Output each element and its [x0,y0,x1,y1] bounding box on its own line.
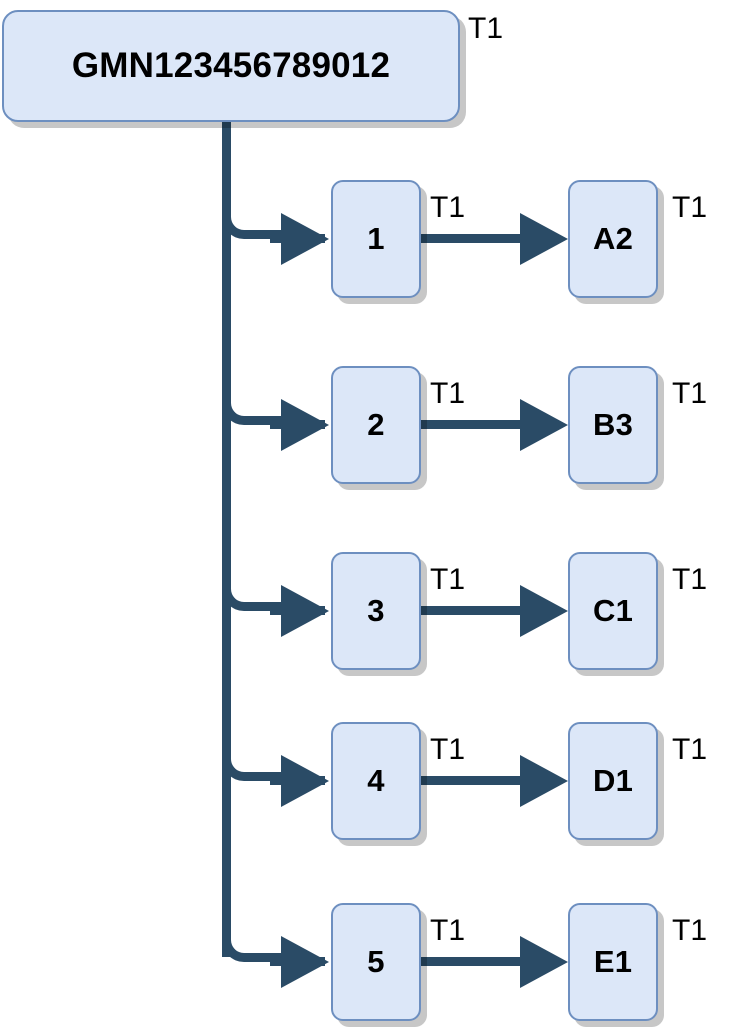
node-end-5[interactable]: E1 [568,903,658,1021]
branch-arrowhead-3 [281,585,329,637]
node-middle-3[interactable]: 3 [331,552,421,670]
node-end-3-label: C1 [592,593,634,628]
branch-arrowhead-4 [281,755,329,807]
edge-label-end-1: T1 [672,191,708,224]
branch-arrowhead-1 [281,213,329,265]
node-middle-1-label: 1 [367,221,385,256]
node-end-5-label: E1 [593,944,633,979]
node-end-2-label: B3 [592,407,634,442]
branch-elbow-4 [222,737,282,781]
node-end-1[interactable]: A2 [568,180,658,298]
node-end-2[interactable]: B3 [568,366,658,484]
edge-label-middle-5: T1 [430,914,466,947]
edge-label-middle-3: T1 [430,563,466,596]
edge-arrowhead-4 [520,755,568,807]
node-end-4-label: D1 [592,763,634,798]
node-middle-5[interactable]: 5 [331,903,421,1021]
node-root-label: GMN123456789012 [71,46,391,85]
edge-label-end-3: T1 [672,563,708,596]
edge-label-end-5: T1 [672,914,708,947]
node-end-3[interactable]: C1 [568,552,658,670]
node-middle-4-label: 4 [367,763,385,798]
branch-arrowhead-2 [281,399,329,451]
edge-stem-4 [421,776,531,785]
edge-arrowhead-3 [520,585,568,637]
node-middle-2[interactable]: 2 [331,366,421,484]
edge-label-middle-2: T1 [430,377,466,410]
edge-stem-3 [421,606,531,615]
branch-elbow-5 [222,918,282,962]
node-root[interactable]: GMN123456789012 [2,10,460,122]
edge-arrowhead-5 [520,936,568,988]
node-middle-1[interactable]: 1 [331,180,421,298]
edge-stem-1 [421,234,531,243]
edge-arrowhead-2 [520,399,568,451]
branch-elbow-3 [222,567,282,611]
node-middle-2-label: 2 [367,407,385,442]
edge-label-middle-1: T1 [430,191,466,224]
trunk-connector [222,118,231,957]
branch-elbow-1 [222,195,282,239]
edge-stem-5 [421,957,531,966]
edge-label-end-2: T1 [672,377,708,410]
branch-elbow-2 [222,381,282,425]
node-end-4[interactable]: D1 [568,722,658,840]
edge-stem-2 [421,420,531,429]
node-end-1-label: A2 [592,221,634,256]
node-middle-5-label: 5 [367,944,385,979]
edge-label-root: T1 [468,12,504,45]
branch-arrowhead-5 [281,936,329,988]
node-middle-4[interactable]: 4 [331,722,421,840]
edge-arrowhead-1 [520,213,568,265]
edge-label-end-4: T1 [672,733,708,766]
edge-label-middle-4: T1 [430,733,466,766]
node-middle-3-label: 3 [367,593,385,628]
